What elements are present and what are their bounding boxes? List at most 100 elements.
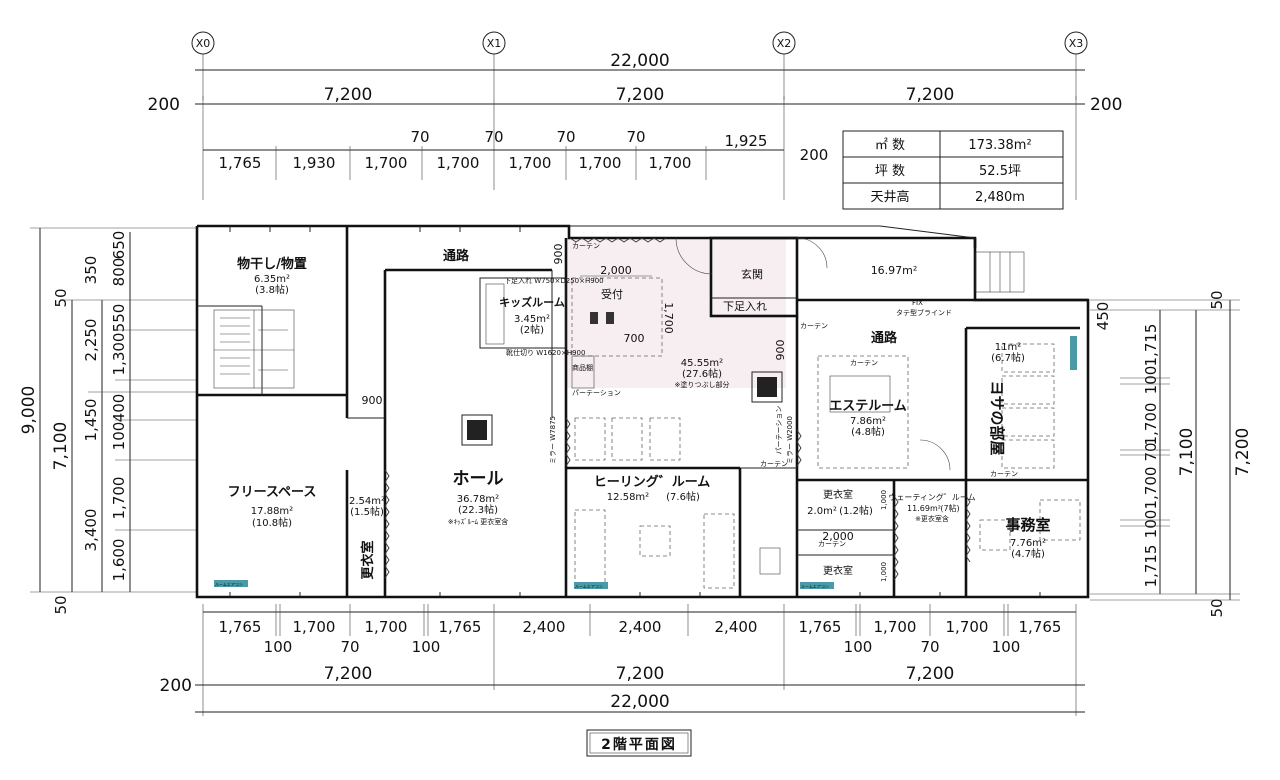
kids-room-outline [479,277,567,349]
bot-bay-1: 7,200 [324,664,373,684]
aircon-unit-free [214,580,248,587]
room-esthe-area: 7.86m² [850,416,886,427]
ann-dim-1000-a: 1,000 [880,490,888,510]
ann-aircon-3: ルームエアコン [801,584,829,589]
room-hall-area: 36.78m² [457,494,499,505]
room-hall-tsubo: (22.3帖) [458,503,498,516]
aircon-unit-yosa [1070,336,1077,370]
stairs-right [975,251,1025,293]
left-top-b: 800 [110,258,128,287]
axis-markers: X0 X1 X2 X3 [191,31,1088,190]
room-free-area: 17.88m² [251,506,293,517]
right-seg-1: 1,715 [1142,324,1160,367]
bot-seg-9: 1,700 [874,618,917,636]
room-balcony-area: 16.97m² [871,264,918,277]
left-col1-1: 550 [110,304,128,333]
drawing-title-box: 2階平面図 [586,729,692,757]
room-waiting-area: 11.69m² [907,504,941,513]
top-seg-4: 1,700 [437,154,480,172]
aircon-unit-dressing [800,582,834,589]
room-labels: 物干し/物置 6.35m² (3.8帖) 通路 フリースペース 17.88m² … [228,248,1051,580]
svg-text:X1: X1 [487,37,502,50]
room-esthe-name: エステルーム [829,399,907,414]
ann-shoe-box-bottom: 靴仕切り W1620×H900 [506,348,585,357]
reception-fill [566,238,786,388]
ann-fix: FIX [912,299,923,307]
ann-dim-2000-mid: 2,000 [822,530,854,543]
left-dimensions: 9,000 7,100 50 50 350 2,250 1,450 3,400 … [19,227,196,615]
room-hall-note: ※ｷｯｽﾞﾙｰﾑ 更衣室含 [448,517,509,526]
yosa-mats [1001,343,1055,469]
room-monohoshi-area: 6.35m² [254,274,290,285]
ann-curtain-2: カーテン [800,322,828,330]
bot-seg-5: 2,400 [523,618,566,636]
room-healing-tsubo: (7.6帖) [666,490,700,503]
room-yosa-tsubo: (6.7帖) [991,351,1025,364]
ann-curtain-1: カーテン [572,242,600,250]
bot-seg-2: 1,700 [293,618,336,636]
room-tsuro-top: 通路 [443,248,470,264]
right-inner: 7,100 [1177,428,1197,477]
svg-text:X0: X0 [196,37,211,50]
right-seg-7: 1,715 [1142,545,1160,588]
bot-total: 22,000 [610,692,669,712]
right-edge-bottom: 50 [1208,598,1226,617]
ann-curtain-6: カーテン [818,540,846,548]
table-value-tsubo: 52.5坪 [979,164,1021,179]
room-reception-name: 受付 [601,288,623,301]
room-monohoshi-tsubo: (3.8帖) [255,283,289,296]
right-seg-2: 100 [1142,366,1160,395]
top-seg-7: 1,700 [649,154,692,172]
ann-aircon-2: ルームエアコン [575,584,603,589]
axis-x1: X1 [482,31,506,55]
room-tsuro-right: 通路 [871,330,898,346]
bot-bay-2: 7,200 [616,664,665,684]
top-seg-3: 1,700 [365,154,408,172]
room-office-area: 7.76m² [1010,538,1046,549]
summary-table: ㎡ 数 173.38m² 坪 数 52.5坪 天井高 2,480m [842,130,1064,210]
annotations: カーテン カーテン カーテン カーテン カーテン カーテン パーテーション ミラ… [215,242,1018,589]
top-dimensions: 22,000 200 200 7,200 7,200 7,200 70 70 7… [148,51,1122,200]
gap-3: 70 [556,128,575,146]
right-offset: 450 [1094,302,1112,331]
room-healing-name: ヒーリング゛ルーム [594,474,711,490]
building [195,224,1090,599]
bot-gap-4: 100 [844,638,873,656]
right-seg-6: 100 [1142,510,1160,539]
top-seg-1: 1,765 [219,154,262,172]
svg-text:X2: X2 [777,37,792,50]
right-seg-5: 1,700 [1142,467,1160,510]
room-genkan-shoes: 下足入れ [723,300,767,313]
ann-dim-900-b: 900 [362,394,383,407]
room-kids-tsubo: (2帖) [520,323,544,336]
room-reception-tsubo: (27.6帖) [682,367,722,380]
left-col1-5: 1,700 [110,477,128,520]
top-bay-3: 7,200 [906,85,955,105]
ann-dim-1700: 1,700 [662,302,675,334]
bot-gap-2: 70 [340,638,359,656]
bot-gap-5: 70 [920,638,939,656]
table-value-sqm: 173.38m² [968,138,1031,153]
left-edge-bottom: 50 [52,595,70,614]
room-waiting-note: ※更衣室含 [915,514,949,523]
stairs-left [213,309,295,389]
top-edge-right: 200 [1090,95,1122,115]
bot-seg-1: 1,765 [219,618,262,636]
left-col2-3: 3,400 [82,509,100,552]
room-kids-name: キッズルーム [499,295,565,309]
bot-gap-3: 100 [412,638,441,656]
room-kouishitsu-r1-tsubo: (1.2帖) [839,504,873,517]
top-seg-right-offset: 200 [800,146,829,164]
left-col2-1: 2,250 [82,319,100,362]
room-monohoshi-name: 物干し/物置 [237,256,307,272]
bot-seg-6: 2,400 [619,618,662,636]
room-genkan-name: 玄関 [741,267,763,281]
room-kouishitsu-r1-area: 2.0m² [807,506,837,517]
left-col2-2: 1,450 [82,399,100,442]
aircon-unit-healing [574,582,608,589]
left-inner: 7,100 [51,422,71,471]
ann-aircon-1: ルームエアコン [215,582,243,587]
ann-dim-2000-top: 2,000 [600,264,632,277]
bot-bay-3: 7,200 [906,664,955,684]
